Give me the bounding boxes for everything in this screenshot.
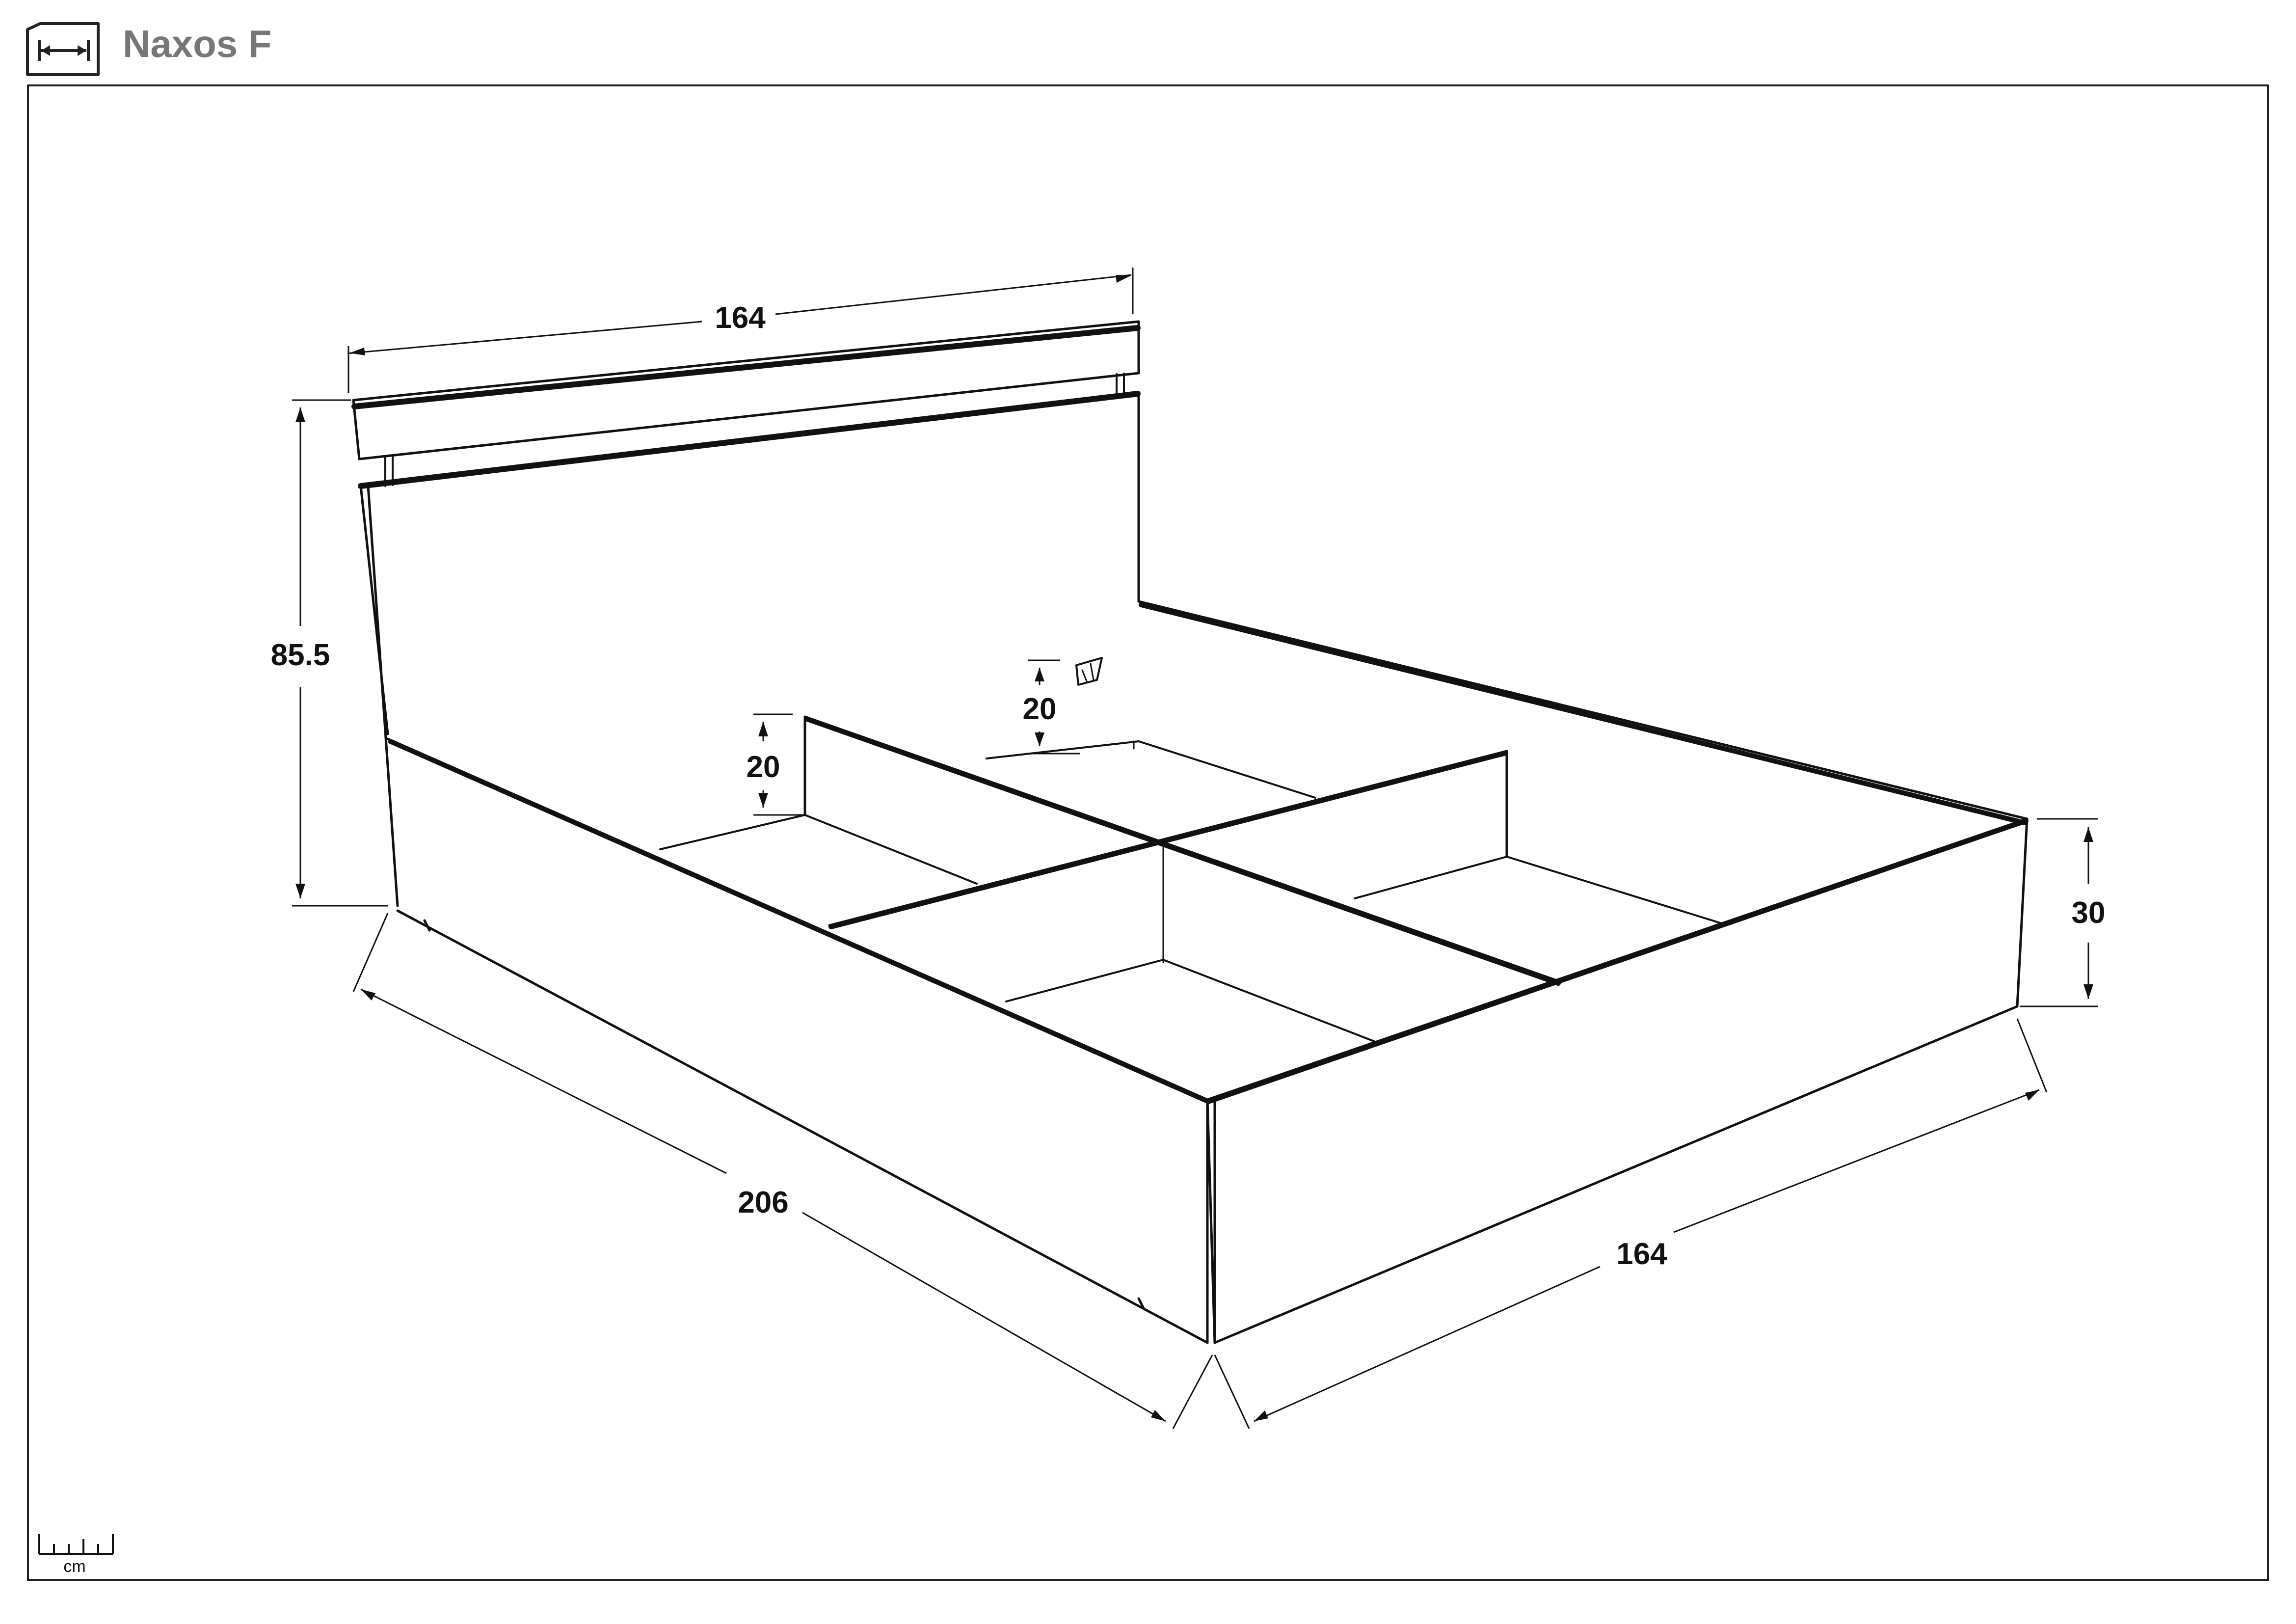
headboard-panel bbox=[359, 391, 1140, 603]
dimension-width: 164 bbox=[1616, 1237, 1667, 1271]
dimension-inner-depth-right: 20 bbox=[1023, 692, 1057, 726]
dimension-headboard-width: 164 bbox=[715, 301, 766, 335]
left-side-rail bbox=[386, 737, 1209, 1344]
unit-label: cm bbox=[63, 1557, 85, 1576]
right-side-rail bbox=[1137, 600, 2029, 820]
ruler-icon: cm bbox=[38, 1534, 114, 1576]
drawing-frame bbox=[27, 84, 2269, 1581]
dimension-frame-height: 30 bbox=[2072, 896, 2106, 930]
product-title: Naxos F bbox=[123, 22, 272, 65]
headboard-top-rail bbox=[352, 320, 1140, 460]
dimension-inner-depth-left: 20 bbox=[747, 750, 780, 784]
dimension-headboard-height: 85.5 bbox=[271, 638, 330, 672]
dimensions-arrow-icon bbox=[26, 22, 100, 76]
hardware-bracket-icon bbox=[1075, 657, 1103, 686]
dimension-length: 206 bbox=[738, 1186, 788, 1219]
